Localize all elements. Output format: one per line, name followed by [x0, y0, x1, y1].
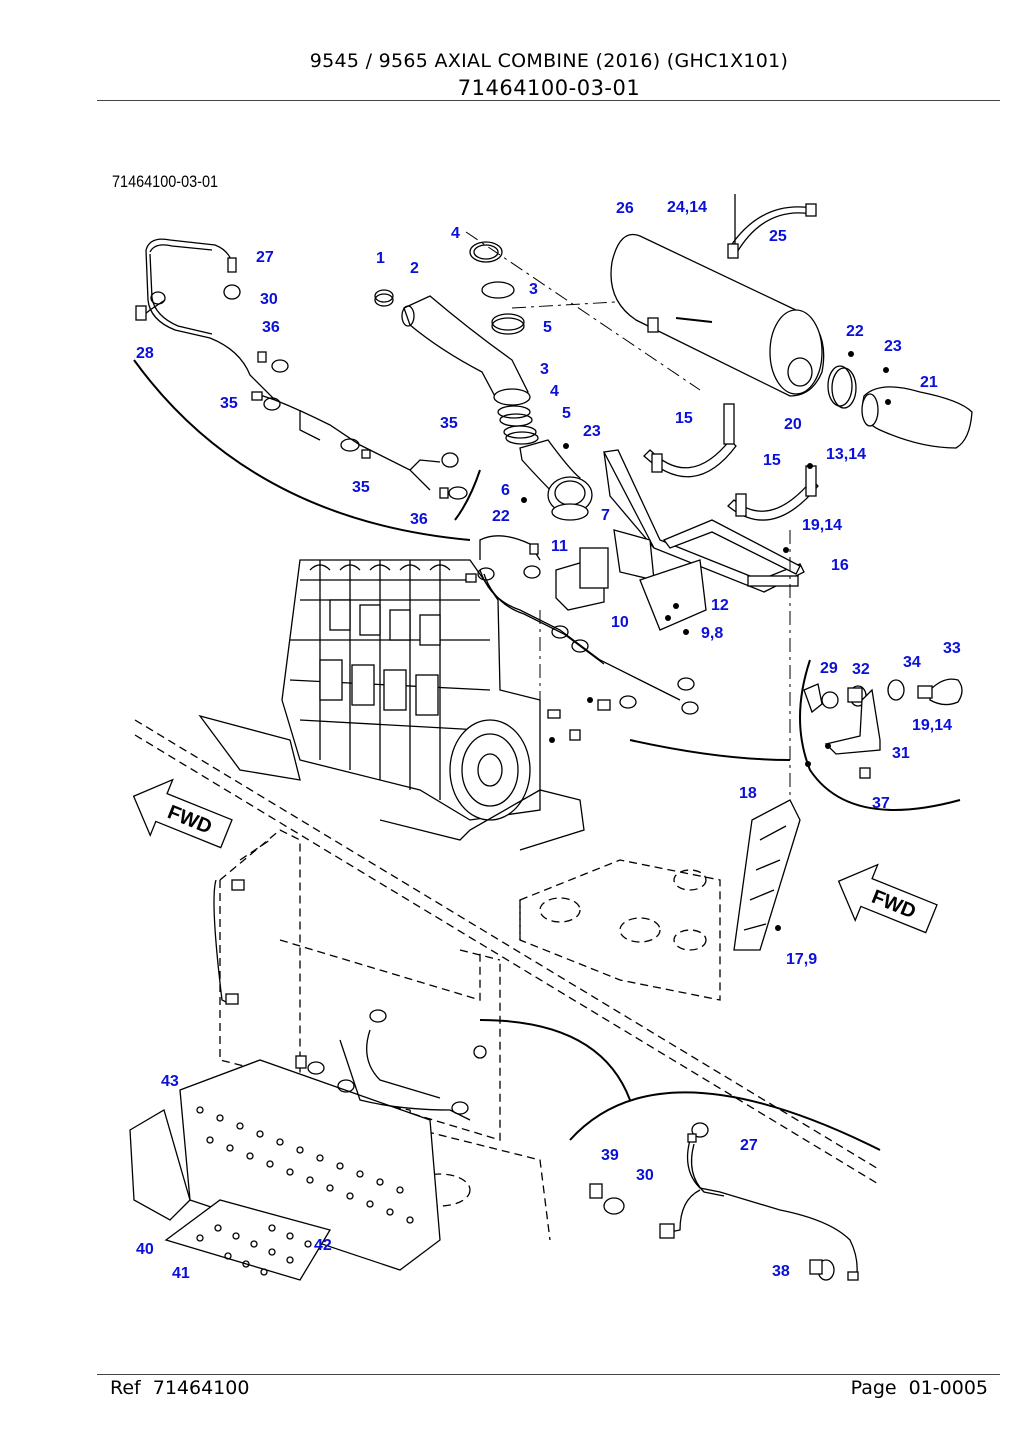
- callout-19-14: 19,14: [912, 717, 952, 734]
- callout-29: 29: [820, 660, 838, 677]
- callout-35: 35: [440, 415, 458, 432]
- footer-ref-value: 71464100: [152, 1377, 250, 1399]
- step-platform: [129, 1009, 487, 1281]
- muffler-assembly: [610, 194, 973, 449]
- callout-4: 4: [451, 225, 460, 242]
- callout-40: 40: [136, 1241, 154, 1258]
- callout-38: 38: [772, 1263, 790, 1280]
- callout-43: 43: [161, 1073, 179, 1090]
- footer-page-label: Page: [850, 1377, 897, 1399]
- header-rule: [97, 100, 1000, 101]
- callout-11: 11: [551, 538, 568, 555]
- callout-28: 28: [136, 345, 154, 362]
- callout-33: 33: [943, 640, 961, 657]
- callout-36: 36: [262, 319, 280, 336]
- callout-35: 35: [352, 479, 370, 496]
- footer-page-value: 01-0005: [908, 1377, 988, 1399]
- callout-3: 3: [529, 281, 538, 298]
- exhaust-pipe-assembly: [374, 231, 701, 521]
- callout-19-14: 19,14: [802, 517, 842, 534]
- callout-26: 26: [616, 200, 634, 217]
- platform-holes: [196, 1106, 414, 1276]
- callout-18: 18: [739, 785, 757, 802]
- callout-23: 23: [583, 423, 601, 440]
- footer-ref: Ref 71464100: [110, 1377, 249, 1399]
- callout-9-8: 9,8: [701, 625, 723, 642]
- document-code: 71464100-03-01: [457, 76, 641, 100]
- callout-4: 4: [550, 383, 559, 400]
- callout-20: 20: [784, 416, 802, 433]
- footer-ref-label: Ref: [110, 1377, 141, 1399]
- engine-assembly: [198, 535, 699, 851]
- callout-41: 41: [172, 1265, 190, 1282]
- footer-rule: [97, 1374, 1000, 1375]
- diagram-id-label: 71464100-03-01: [112, 172, 219, 191]
- callout-12: 12: [711, 597, 729, 614]
- callout-36: 36: [410, 511, 428, 528]
- callout-24-14: 24,14: [667, 199, 707, 216]
- callout-30: 30: [260, 291, 278, 308]
- fwd-arrow-left: FWD: [132, 778, 233, 849]
- callout-1: 1: [376, 250, 385, 267]
- wiring-detail-lower-right: [479, 1019, 881, 1281]
- wiring-detail-upper-left: [133, 238, 481, 541]
- callout-3: 3: [540, 361, 549, 378]
- callout-15: 15: [675, 410, 693, 427]
- callout-22: 22: [492, 508, 510, 525]
- document-title: 9545 / 9565 AXIAL COMBINE (2016) (GHC1X1…: [309, 50, 789, 72]
- callout-42: 42: [314, 1237, 332, 1254]
- callout-2: 2: [410, 260, 419, 277]
- footer-page: Page 01-0005: [851, 1377, 988, 1399]
- fwd-arrow-right: FWD: [837, 863, 938, 934]
- callout-16: 16: [831, 557, 849, 574]
- callout-5: 5: [543, 319, 552, 336]
- callout-34: 34: [903, 654, 921, 671]
- callout-22: 22: [846, 323, 864, 340]
- callout-5: 5: [562, 405, 571, 422]
- callout-15: 15: [763, 452, 781, 469]
- callout-27: 27: [740, 1137, 758, 1154]
- callout-35: 35: [220, 395, 238, 412]
- callout-25: 25: [769, 228, 787, 245]
- callout-13-14: 13,14: [826, 446, 866, 463]
- callout-6: 6: [501, 482, 510, 499]
- callout-39: 39: [601, 1147, 619, 1164]
- callout-21: 21: [920, 374, 938, 391]
- muffler-supports: [521, 403, 819, 820]
- callout-labels: 1 2 3 4 5 3 4 5 6 7 9,8 10 11 12 13,14 1…: [136, 199, 961, 1282]
- callout-10: 10: [611, 614, 629, 631]
- fuel-fitting-detail: [629, 659, 963, 811]
- callout-32: 32: [852, 661, 870, 678]
- callout-31: 31: [892, 745, 910, 762]
- callout-23: 23: [884, 338, 902, 355]
- callout-17-9: 17,9: [786, 951, 817, 968]
- callout-30: 30: [636, 1167, 654, 1184]
- callout-7: 7: [601, 507, 610, 524]
- callout-37: 37: [872, 795, 890, 812]
- callout-27: 27: [256, 249, 274, 266]
